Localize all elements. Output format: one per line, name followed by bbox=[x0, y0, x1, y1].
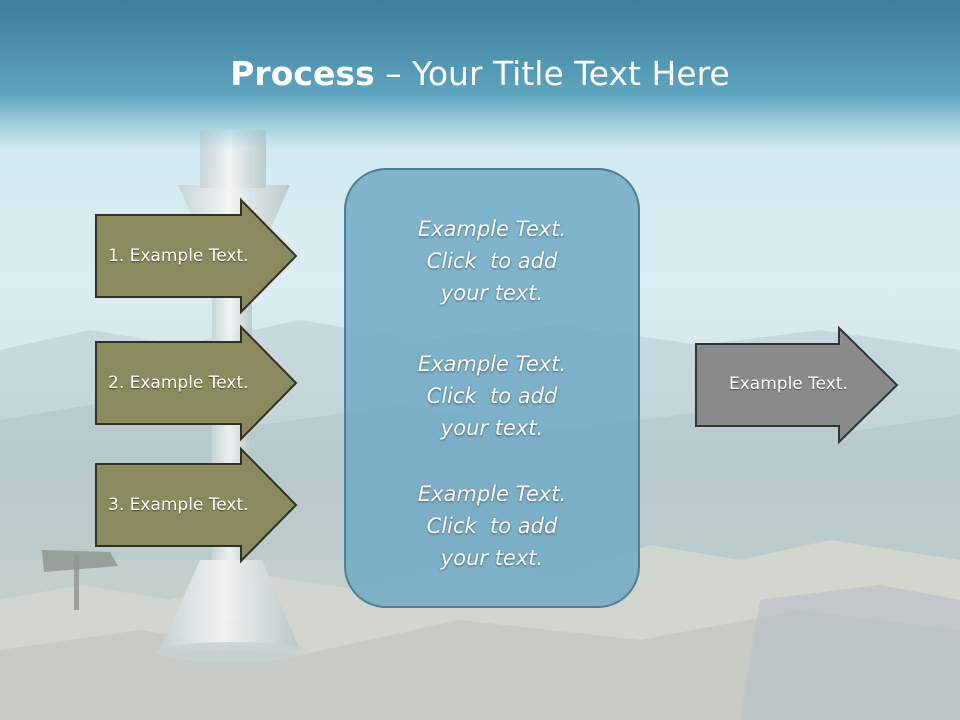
center-text-line: Example Text. bbox=[417, 482, 567, 506]
arrow-2-label: 2. Example Text. bbox=[108, 373, 249, 393]
arrow-2-shape[interactable] bbox=[95, 324, 298, 442]
center-text-line: Click to add bbox=[426, 514, 558, 538]
center-text-line: Example Text. bbox=[417, 217, 567, 241]
arrow-1-shape[interactable] bbox=[95, 197, 298, 315]
center-text-box[interactable] bbox=[344, 168, 640, 608]
center-text-line: Click to add bbox=[426, 249, 558, 273]
slide-title-bold: Process bbox=[230, 54, 375, 93]
center-text-block-1[interactable]: Example Text. Click to add your text. bbox=[344, 213, 640, 309]
title-band bbox=[0, 0, 960, 150]
center-text-block-3[interactable]: Example Text. Click to add your text. bbox=[344, 478, 640, 574]
arrow-3-shape[interactable] bbox=[95, 446, 298, 564]
center-text-line: your text. bbox=[440, 416, 544, 440]
slide-title-rest: – Your Title Text Here bbox=[374, 54, 730, 93]
output-arrow-label: Example Text. bbox=[729, 374, 848, 394]
center-text-line: your text. bbox=[440, 546, 544, 570]
arrow-1-label: 1. Example Text. bbox=[108, 246, 249, 266]
center-text-line: Example Text. bbox=[417, 352, 567, 376]
slide-title[interactable]: Process – Your Title Text Here bbox=[0, 52, 960, 96]
center-text-line: Click to add bbox=[426, 384, 558, 408]
output-arrow-shape[interactable] bbox=[695, 325, 899, 445]
arrow-3-label: 3. Example Text. bbox=[108, 495, 249, 515]
center-text-line: your text. bbox=[440, 281, 544, 305]
center-text-block-2[interactable]: Example Text. Click to add your text. bbox=[344, 348, 640, 444]
